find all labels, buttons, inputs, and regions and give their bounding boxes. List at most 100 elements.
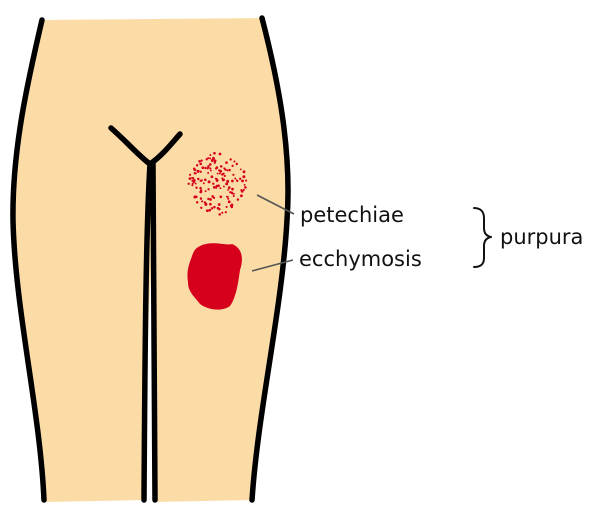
petechia-dot	[188, 183, 190, 185]
petechia-dot	[236, 179, 238, 181]
petechia-dot	[198, 160, 201, 163]
petechia-dot	[219, 153, 222, 156]
petechia-dot	[229, 191, 231, 193]
petechia-dot	[196, 164, 198, 166]
petechia-dot	[209, 157, 211, 159]
petechia-dot	[240, 168, 242, 170]
petechia-dot	[217, 173, 219, 175]
petechia-dot	[240, 194, 243, 197]
petechia-dot	[233, 161, 235, 163]
petechia-dot	[195, 183, 197, 185]
petechiae-label: petechiae	[300, 203, 404, 227]
petechia-dot	[209, 163, 212, 166]
petechia-dot	[243, 170, 246, 173]
petechia-dot	[244, 186, 247, 189]
petechia-dot	[225, 211, 227, 213]
petechia-dot	[195, 187, 197, 189]
petechia-dot	[237, 198, 239, 200]
petechia-dot	[201, 160, 203, 162]
petechia-dot	[219, 195, 222, 198]
petechia-dot	[189, 174, 191, 176]
petechia-dot	[204, 167, 206, 169]
petechia-dot	[224, 175, 226, 177]
petechia-dot	[209, 203, 212, 206]
petechia-dot	[228, 169, 231, 172]
petechia-dot	[242, 175, 245, 178]
petechia-dot	[204, 179, 207, 182]
petechia-dot	[197, 170, 200, 173]
petechia-dot	[232, 174, 234, 176]
petechia-dot	[221, 173, 224, 176]
petechia-dot	[226, 183, 228, 185]
petechia-dot	[200, 207, 202, 209]
petechia-dot	[214, 162, 216, 164]
petechia-dot	[213, 206, 216, 209]
petechia-dot	[209, 167, 211, 169]
petechia-dot	[199, 187, 202, 190]
petechia-dot	[219, 173, 221, 175]
petechia-dot	[226, 196, 228, 198]
petechia-dot	[219, 170, 222, 173]
petechia-dot	[244, 184, 246, 186]
petechia-dot	[209, 154, 211, 156]
petechia-dot	[219, 187, 221, 189]
petechia-dot	[203, 182, 205, 184]
purpura-label: purpura	[500, 225, 583, 249]
petechia-dot	[210, 170, 212, 172]
petechia-dot	[243, 189, 245, 191]
purpura-brace	[474, 208, 491, 267]
petechia-dot	[226, 169, 228, 171]
petechia-dot	[211, 175, 214, 178]
legs-skin	[12, 18, 288, 502]
petechia-dot	[218, 213, 221, 216]
petechia-dot	[201, 166, 204, 169]
petechia-dot	[228, 200, 231, 203]
petechia-dot	[216, 178, 218, 180]
petechia-dot	[213, 186, 216, 189]
petechia-dot	[225, 161, 228, 164]
petechia-dot	[226, 206, 228, 208]
petechia-dot	[227, 189, 229, 191]
petechia-dot	[207, 172, 209, 174]
petechia-dot	[236, 163, 238, 165]
petechia-dot	[245, 180, 247, 182]
petechia-dot	[215, 167, 217, 169]
petechia-dot	[212, 157, 215, 160]
petechia-dot	[231, 180, 234, 183]
petechia-dot	[194, 172, 196, 174]
petechia-dot	[200, 171, 202, 173]
petechia-dot	[220, 165, 223, 168]
petechia-dot	[209, 198, 212, 201]
petechia-dot	[231, 203, 234, 206]
petechia-dot	[234, 178, 236, 180]
petechia-dot	[218, 203, 221, 206]
petechia-dot	[199, 163, 202, 166]
petechia-dot	[199, 180, 201, 182]
petechia-dot	[241, 179, 244, 182]
petechia-dot	[193, 181, 195, 183]
petechia-dot	[217, 207, 220, 210]
petechia-dot	[206, 209, 209, 212]
petechia-dot	[208, 209, 211, 212]
petechia-dot	[192, 177, 194, 179]
petechia-dot	[200, 197, 202, 199]
petechia-dot	[213, 152, 216, 155]
petechia-dot	[223, 167, 225, 169]
petechia-dot	[201, 200, 203, 202]
petechia-dot	[223, 186, 225, 188]
petechia-dot	[205, 190, 207, 192]
petechia-dot	[223, 179, 225, 181]
inner-right-leg-outline	[153, 164, 155, 500]
petechia-dot	[228, 186, 231, 189]
petechia-dot	[212, 183, 214, 185]
petechia-dot	[227, 198, 229, 200]
petechia-dot	[230, 158, 232, 160]
petechia-dot	[189, 177, 192, 180]
petechia-dot	[211, 207, 213, 209]
petechia-dot	[207, 188, 209, 190]
petechia-dot	[199, 190, 202, 193]
petechia-dot	[207, 167, 209, 169]
petechia-dot	[211, 195, 214, 198]
petechia-dot	[226, 180, 229, 183]
